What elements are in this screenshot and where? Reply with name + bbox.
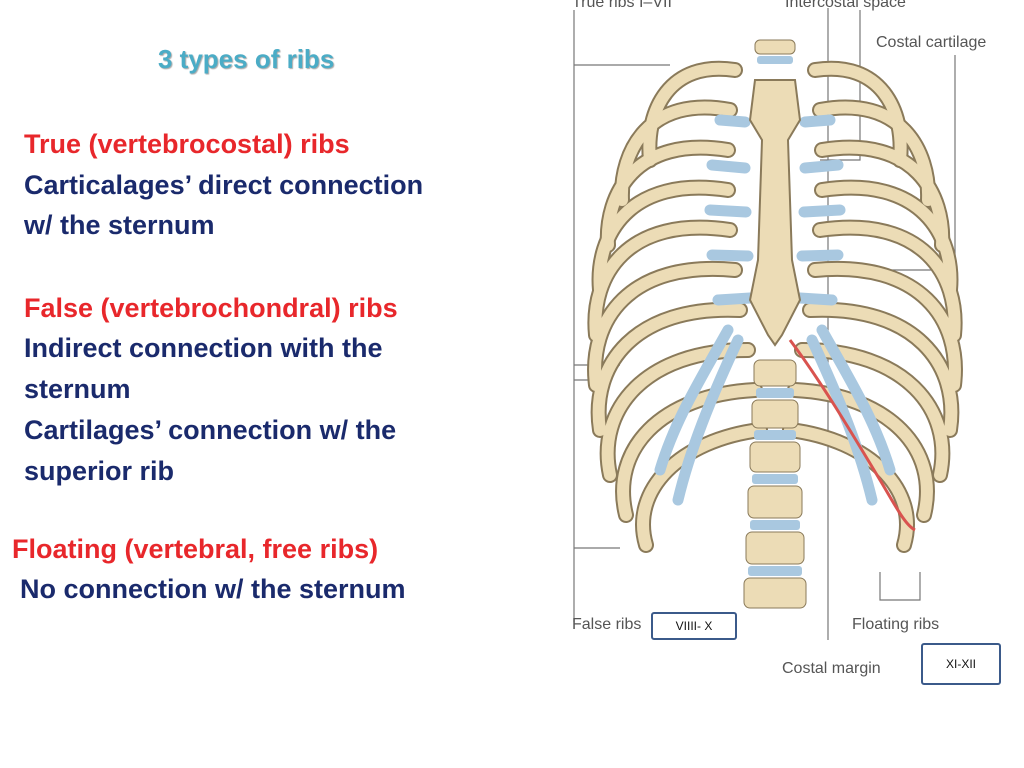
vertebral-column bbox=[743, 39, 807, 609]
label-floating-ribs: Floating ribs bbox=[852, 616, 940, 633]
label-true-ribs: True ribs I–VII bbox=[572, 0, 672, 11]
false-ribs-desc-3: Cartilages’ connection w/ the bbox=[24, 415, 397, 445]
false-ribs-heading: False (vertebrochondral) ribs bbox=[24, 293, 398, 323]
label-costal-margin: Costal margin bbox=[782, 660, 881, 677]
true-ribs-desc-1: Carticalages’ direct connection bbox=[24, 170, 424, 200]
true-ribs-desc-2: w/ the sternum bbox=[24, 210, 215, 240]
floating-ribs-desc-1: No connection w/ the sternum bbox=[20, 574, 406, 604]
label-false-ribs: False ribs bbox=[572, 616, 642, 633]
rib-cage-figure: True ribs I–VII Intercostal space Costal… bbox=[560, 0, 1024, 690]
label-costal-cartilage: Costal cartilage bbox=[876, 34, 987, 51]
rib-cage-illustration bbox=[573, 8, 963, 640]
floating-ribs-heading: Floating (vertebral, free ribs) bbox=[12, 534, 379, 564]
false-ribs-desc-1: Indirect connection with the bbox=[24, 333, 383, 363]
label-intercostal-space: Intercostal space bbox=[785, 0, 906, 11]
slide-title: 3 types of ribs bbox=[158, 44, 335, 74]
false-ribs-desc-4: superior rib bbox=[24, 456, 175, 486]
true-ribs-heading: True (vertebrocostal) ribs bbox=[24, 129, 350, 159]
false-ribs-desc-2: sternum bbox=[24, 374, 131, 404]
false-ribs-range-box: VIIII- X bbox=[651, 612, 737, 640]
floating-ribs-range-box: XI-XII bbox=[921, 643, 1001, 685]
